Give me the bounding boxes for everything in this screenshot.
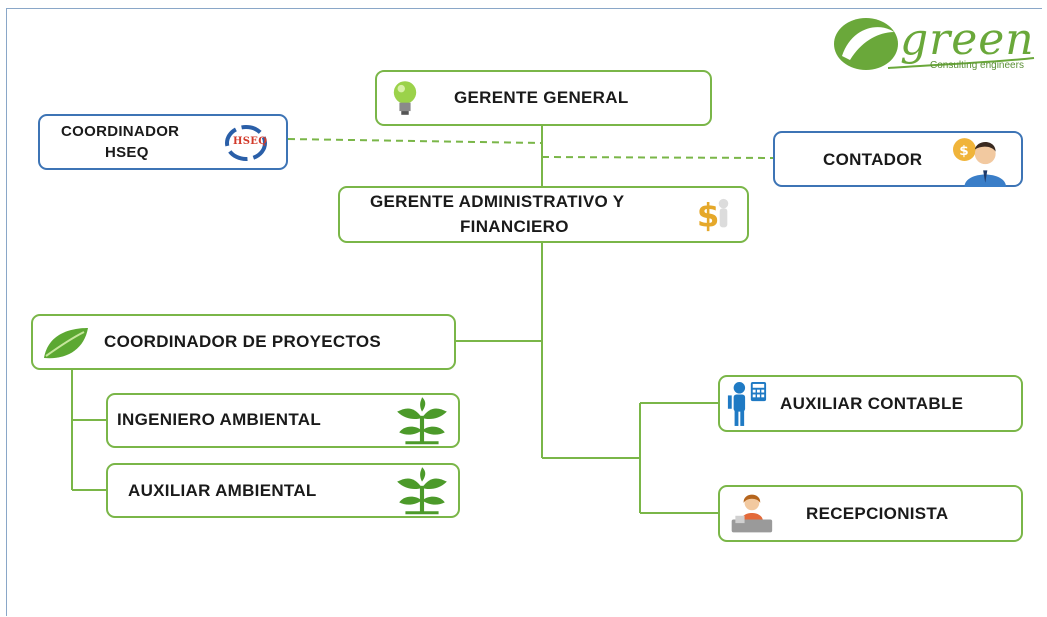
node-coordinador-hseq: COORDINADOR HSEQ HSEQ: [38, 114, 288, 170]
node-label: HSEQ: [105, 144, 149, 161]
node-label: FINANCIERO: [460, 217, 569, 236]
leaf-icon: [44, 328, 88, 359]
node-label: CONTADOR: [823, 150, 923, 169]
green-logo-icon: [834, 18, 1035, 70]
plant-icon: [397, 467, 447, 515]
node-ingeniero-ambiental: INGENIERO AMBIENTAL: [106, 393, 460, 448]
node-label: INGENIERO AMBIENTAL: [117, 410, 322, 429]
lightbulb-icon: [393, 81, 417, 115]
receptionist-icon: [731, 494, 773, 533]
hseq-cycle-icon: HSEQ: [224, 124, 268, 162]
logo-subtitle: Consulting engineers: [930, 60, 1024, 71]
node-auxiliar-contable: AUXILIAR CONTABLE: [718, 375, 1023, 432]
node-contador: CONTADOR $: [773, 131, 1023, 187]
node-label: GERENTE ADMINISTRATIVO Y: [370, 192, 625, 211]
plant-icon: [397, 397, 447, 445]
node-label: AUXILIAR AMBIENTAL: [128, 481, 317, 500]
node-label: COORDINADOR DE PROYECTOS: [104, 332, 382, 351]
diagram-frame: [6, 8, 1042, 616]
svg-text:$: $: [959, 143, 969, 159]
logo-wordmark: green: [900, 14, 1035, 65]
node-label: AUXILIAR CONTABLE: [780, 394, 964, 413]
node-label: GERENTE GENERAL: [454, 88, 629, 107]
calculator-person-icon: [727, 382, 767, 426]
node-coordinador-proyectos: COORDINADOR DE PROYECTOS: [31, 314, 456, 370]
accountant-icon: $: [953, 138, 1007, 187]
node-recepcionista: RECEPCIONISTA: [718, 485, 1023, 542]
node-gerente-general: GERENTE GENERAL: [375, 70, 712, 126]
svg-text:$: $: [697, 196, 720, 234]
node-auxiliar-ambiental: AUXILIAR AMBIENTAL: [106, 463, 460, 518]
dollar-figure-icon: $: [697, 196, 729, 234]
node-gerente-administrativo: GERENTE ADMINISTRATIVO Y FINANCIERO $: [338, 186, 749, 243]
node-label: COORDINADOR: [61, 123, 180, 140]
node-label: RECEPCIONISTA: [806, 504, 949, 523]
hseq-badge-text: HSEQ: [233, 136, 268, 147]
